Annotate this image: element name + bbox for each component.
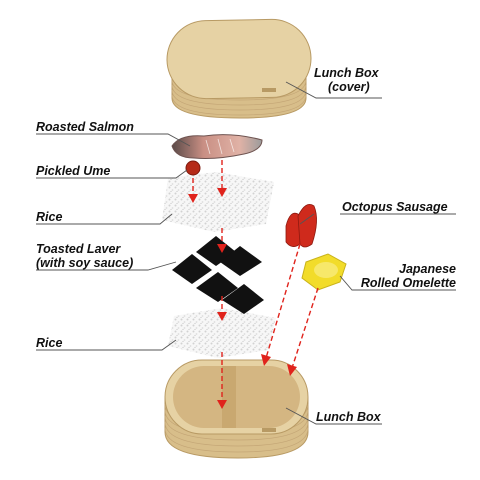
rolled-omelette xyxy=(301,253,347,291)
label-rolled-omelette: Japanese Rolled Omelette xyxy=(360,262,456,290)
octopus-sausage xyxy=(285,203,317,248)
roasted-salmon xyxy=(171,134,263,159)
rice-layer-top xyxy=(162,172,274,232)
label-roasted-salmon: Roasted Salmon xyxy=(36,120,134,134)
assembly-arrows xyxy=(192,160,319,402)
label-toasted-laver: Toasted Laver (with soy sauce) xyxy=(36,242,134,270)
label-pickled-ume: Pickled Ume xyxy=(36,164,111,178)
label-octopus-sausage: Octopus Sausage xyxy=(342,200,448,214)
lunch-box-base xyxy=(164,359,309,459)
leader-lines xyxy=(36,81,456,425)
label-rice-bottom: Rice xyxy=(36,336,63,350)
lunch-box-cover xyxy=(166,18,312,119)
label-lunch-box-cover: Lunch Box (cover) xyxy=(314,66,379,94)
toasted-laver-sheets xyxy=(172,236,264,314)
rice-layer-bottom xyxy=(168,308,276,358)
pickled-ume xyxy=(185,160,201,176)
label-rice-top: Rice xyxy=(36,210,63,224)
label-lunch-box: Lunch Box xyxy=(316,410,381,424)
